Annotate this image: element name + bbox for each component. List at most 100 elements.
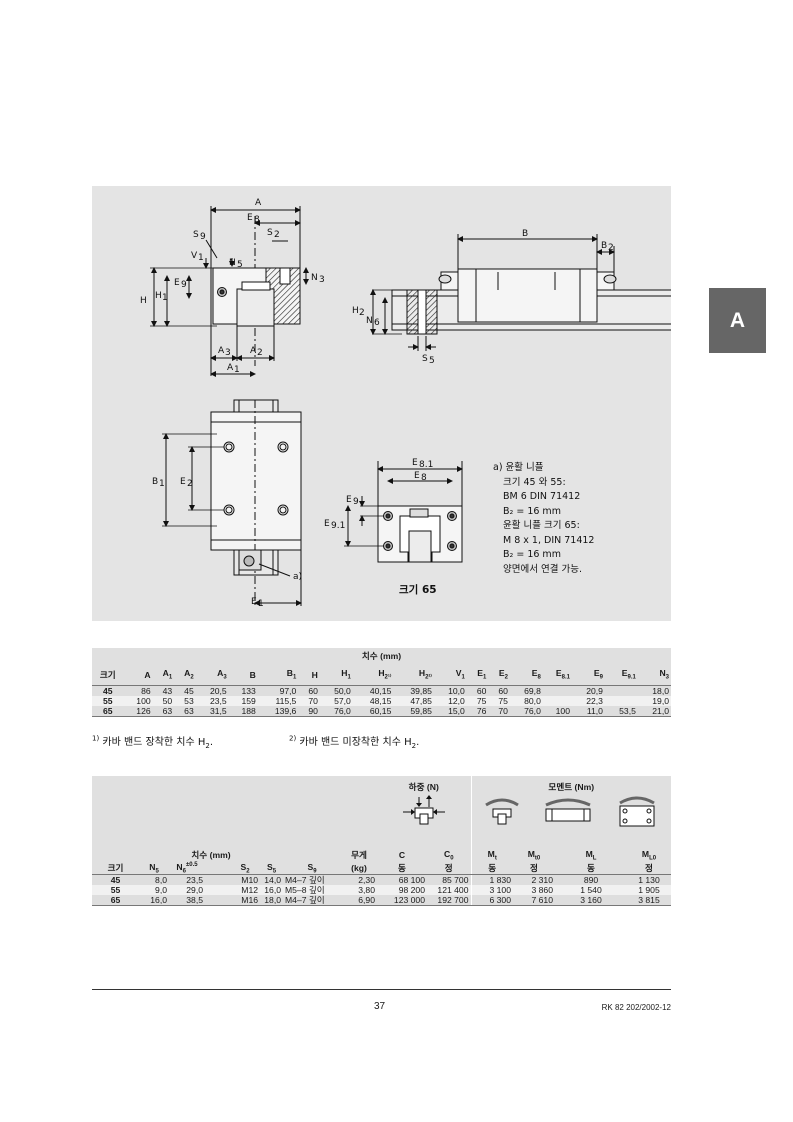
- col-s2-main: S: [240, 861, 247, 872]
- table-cell: 23,5: [195, 696, 229, 706]
- moment-header-label: 모멘트 (Nm): [548, 782, 595, 792]
- figure-caption: 크기 65: [399, 584, 437, 596]
- table-cell: 8,0: [139, 874, 169, 886]
- col-ml0: ML0: [627, 849, 671, 862]
- table-cell: 2 310: [513, 874, 555, 886]
- dim-label-s2: S: [267, 228, 273, 238]
- table-cell: 39,85: [393, 685, 434, 696]
- cross-section-view: [150, 206, 309, 377]
- table-cell: 57,0: [319, 696, 353, 706]
- table-cell: 86: [123, 685, 153, 696]
- column-header-sub: 1: [293, 674, 297, 681]
- dim-label-e9b: E: [346, 495, 352, 505]
- note-line: 윤활 니플 크기 65:: [503, 520, 580, 531]
- table-cell: 890: [555, 874, 627, 886]
- dim-label-h2: H: [352, 306, 359, 316]
- footnote-1-sub: 2: [205, 742, 210, 750]
- table-cell: M4–7 깊이: [283, 895, 341, 907]
- column-header-sub: 1: [483, 674, 487, 681]
- dim-label-b2: B: [601, 241, 607, 251]
- col-ml0-stat: 정: [627, 861, 671, 876]
- column-header: E9.1: [604, 664, 638, 686]
- footnote-2: 2) 카바 밴드 미장착한 치수 H2.: [289, 733, 419, 750]
- column-header-main: B: [286, 668, 293, 679]
- column-header-main: A: [162, 668, 169, 679]
- column-header-sub: 8.1: [561, 674, 570, 681]
- table-cell: [604, 696, 638, 706]
- table-cell: 38,5: [169, 895, 205, 907]
- table-cell: 75: [488, 696, 510, 706]
- dim-label-v1-sub: 1: [198, 253, 204, 263]
- table-cell: 70: [488, 706, 510, 717]
- dim-label-h: H: [140, 296, 147, 306]
- table-cell: 3 160: [555, 895, 627, 907]
- col-n6-tol: ±0.5: [185, 861, 198, 868]
- blank-unit: [205, 861, 230, 876]
- dim-label-e81-sub: 8.1: [419, 460, 433, 470]
- table-cell: 48,15: [352, 696, 394, 706]
- dim-label-s2-sub: 2: [274, 230, 280, 240]
- column-header: A2: [174, 664, 196, 686]
- col-c: C: [377, 849, 427, 862]
- dim-label-b: B: [522, 229, 528, 239]
- dim-label-e1-sub: 1: [258, 599, 264, 609]
- dim-label-a-nipple: a): [293, 572, 302, 582]
- col-size: 크기: [92, 861, 139, 876]
- dim-label-e2-sub: 2: [187, 479, 193, 489]
- table-cell: 133: [228, 685, 258, 696]
- footer-rule: [92, 989, 671, 990]
- col-s5-main: S: [266, 861, 273, 872]
- column-header-main: E: [555, 668, 562, 679]
- column-header-sub: 3: [223, 674, 227, 681]
- footnote-1-text: 카바 밴드 장착한 치수 H: [102, 737, 206, 748]
- note-line: a) 윤활 니플: [493, 462, 544, 473]
- dim-label-a3-sub: 3: [225, 348, 231, 358]
- col-mt: Mt: [470, 849, 513, 862]
- col-mt-main: M: [487, 849, 495, 859]
- column-header-sub: 1: [347, 674, 351, 681]
- column-header-main: H: [311, 669, 318, 680]
- dim-label-n3-sub: 3: [319, 275, 325, 285]
- column-header-main: E: [477, 668, 484, 679]
- col-n5-main: N: [149, 861, 156, 872]
- table-cell: M5–8 깊이: [283, 885, 341, 896]
- table-cell: 14,0: [260, 874, 283, 886]
- size-cell: 55: [92, 696, 124, 706]
- blank-sub: [283, 849, 341, 862]
- footnote-1-mark: 1): [92, 734, 100, 743]
- table-cell: 18,0: [260, 895, 283, 907]
- top-view: [162, 399, 302, 606]
- note-line: BM 6 DIN 71412: [503, 491, 581, 502]
- table-cell: 16,0: [260, 885, 283, 896]
- column-header: A: [123, 664, 153, 686]
- dim-label-e91: E: [324, 519, 330, 529]
- table-cell: 76: [466, 706, 489, 717]
- dim-label-s9-sub: 9: [200, 232, 206, 242]
- dim-label-e9: E: [174, 278, 180, 288]
- col-s2: S2: [230, 861, 260, 876]
- column-header-main: N: [659, 668, 666, 679]
- table-cell: 3,80: [341, 885, 377, 896]
- col-ml0-sub: L0: [649, 855, 657, 862]
- table-cell: 29,0: [169, 885, 205, 896]
- dim-label-s9: S: [193, 230, 199, 240]
- column-header-sub: 1: [168, 674, 173, 681]
- table-cell: 16,0: [139, 895, 169, 907]
- footnote-1: 1) 카바 밴드 장착한 치수 H2.: [92, 733, 213, 750]
- table-cell: 139,6: [257, 706, 299, 717]
- column-header-main: E: [593, 668, 600, 679]
- col-ml-dyn: 동: [555, 861, 627, 876]
- table-cell: 90: [298, 706, 320, 717]
- dim-label-s5-sub: 5: [429, 356, 435, 366]
- dim-label-s5: S: [422, 354, 428, 364]
- footnote-2-mark: 2): [289, 734, 297, 743]
- table-cell: 115,5: [257, 696, 299, 706]
- dim-label-e8b: E: [414, 471, 420, 481]
- blank-cell: [205, 895, 230, 907]
- dim-label-n3: N: [311, 273, 318, 283]
- column-header: H2¹⁾: [352, 664, 394, 686]
- load-direction-icon: [402, 795, 445, 825]
